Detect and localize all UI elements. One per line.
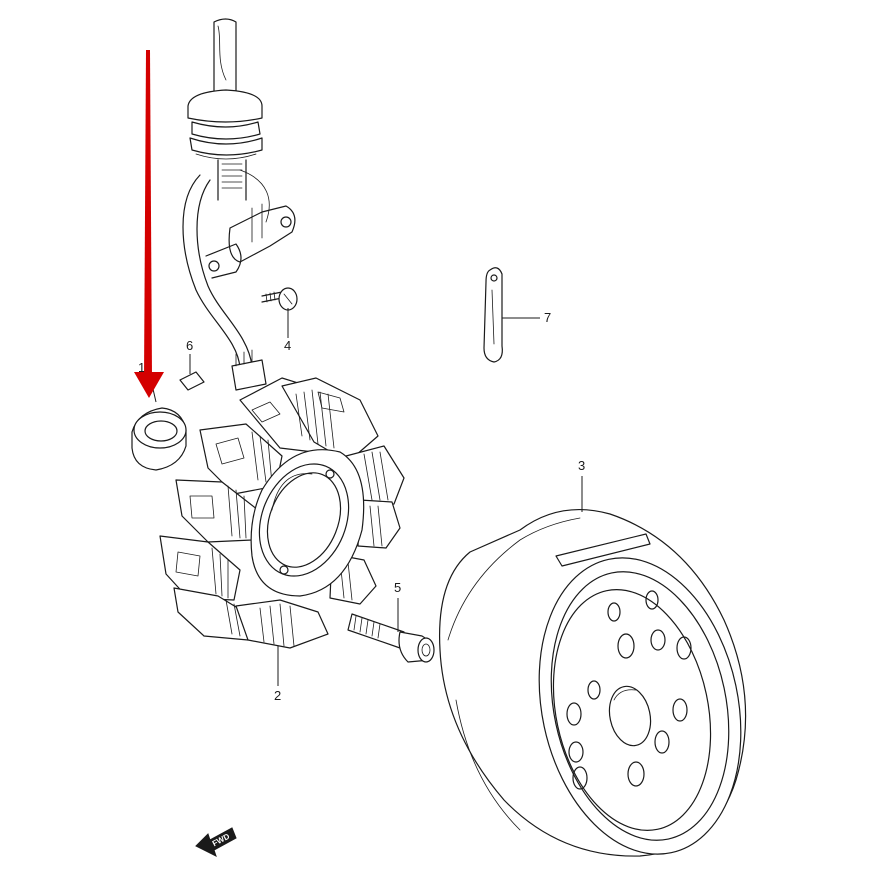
- highlight-arrow-head: [134, 372, 164, 398]
- highlight-arrow: [134, 50, 164, 398]
- svg-text:4: 4: [284, 338, 291, 353]
- callout-3: 3: [578, 458, 585, 512]
- bolt-part: [347, 613, 435, 663]
- clamp-part: [483, 267, 503, 363]
- highlight-arrow-shaft: [144, 50, 152, 378]
- bushing-part: [131, 407, 187, 471]
- screw-part: [261, 287, 298, 311]
- svg-text:3: 3: [578, 458, 585, 473]
- callout-4: 4: [284, 308, 291, 353]
- svg-text:2: 2: [274, 688, 281, 703]
- svg-text:7: 7: [544, 310, 551, 325]
- callout-2: 2: [274, 646, 281, 703]
- svg-text:1: 1: [138, 360, 145, 375]
- callout-7: 7: [502, 310, 551, 325]
- callout-6: 6: [186, 338, 193, 374]
- key-part: [179, 371, 205, 391]
- svg-text:6: 6: [186, 338, 193, 353]
- stator-part: [159, 377, 405, 649]
- callout-5: 5: [394, 580, 401, 632]
- fwd-direction-badge: FWD: [195, 827, 237, 857]
- wire-harness: [182, 18, 296, 391]
- flywheel-rotor-part: [438, 508, 747, 857]
- svg-text:5: 5: [394, 580, 401, 595]
- fwd-arrow-icon: [195, 827, 237, 857]
